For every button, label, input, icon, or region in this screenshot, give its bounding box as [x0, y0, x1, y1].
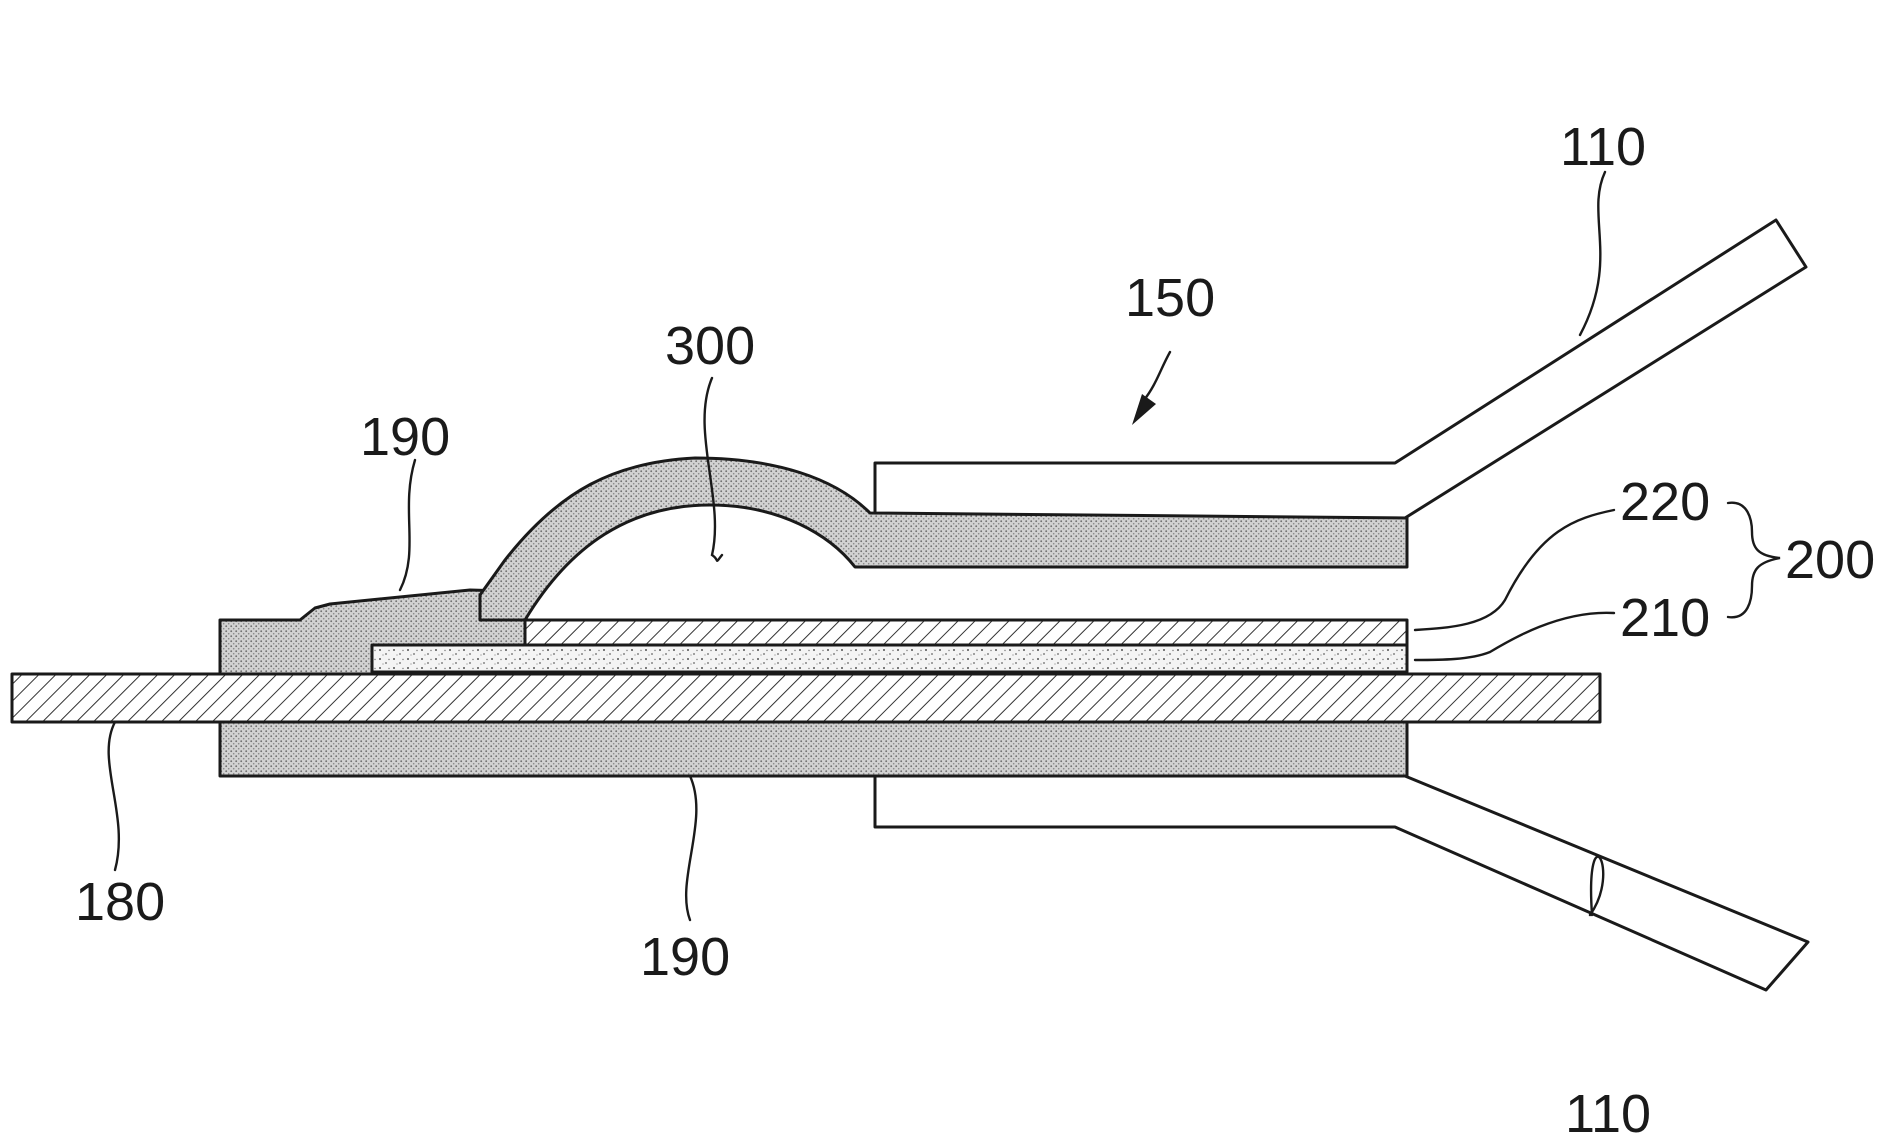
label-220: 220: [1620, 472, 1710, 532]
leader-220: [1415, 510, 1614, 630]
leader-110-upper: [1580, 172, 1605, 335]
insulator-210: [372, 645, 1407, 672]
leader-180: [109, 722, 119, 870]
brace-200: [1728, 503, 1780, 618]
leader-190-upper: [400, 460, 415, 590]
electrode-tab-180: [12, 674, 1600, 722]
lower-lead-110: [875, 776, 1808, 990]
pouch-150-arrow: [1132, 352, 1170, 425]
insulator-220: [525, 620, 1407, 645]
label-110-lower: 110: [1565, 1084, 1651, 1137]
label-190-lower: 190: [640, 927, 730, 987]
label-180: 180: [75, 872, 165, 932]
leader-190-lower: [686, 776, 696, 920]
label-210: 210: [1620, 588, 1710, 648]
label-150: 150: [1125, 268, 1215, 328]
leader-210: [1415, 613, 1614, 660]
label-190-upper: 190: [360, 407, 450, 467]
label-200: 200: [1785, 530, 1875, 590]
lower-coating-190: [220, 722, 1407, 776]
label-300: 300: [665, 316, 755, 376]
label-110-upper: 110: [1560, 117, 1646, 177]
